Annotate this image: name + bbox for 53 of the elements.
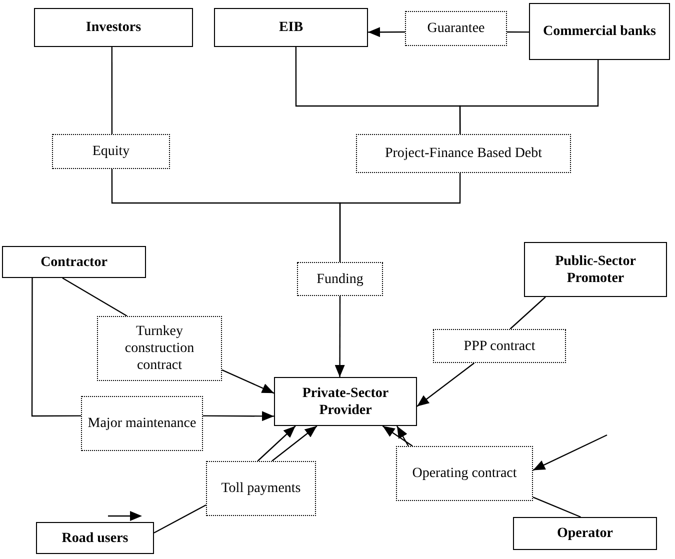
arrow <box>416 362 475 407</box>
party-box <box>513 517 657 550</box>
node-text: EIB <box>278 19 304 36</box>
connector-line <box>507 31 529 33</box>
connector-line <box>154 504 206 534</box>
arrow <box>382 426 413 446</box>
connector-line <box>31 278 81 417</box>
flow-label-box <box>356 134 571 173</box>
flow-label-box <box>396 446 533 501</box>
node-text: Equity <box>92 143 130 160</box>
party-box <box>2 246 146 278</box>
node-text: PPP contract <box>464 338 536 354</box>
arrow <box>203 411 274 422</box>
arrow <box>222 369 274 394</box>
connector-line <box>510 296 546 330</box>
node-text: Major maintenance <box>88 415 196 432</box>
arrow <box>368 27 405 38</box>
party-box <box>524 242 667 297</box>
party-box <box>529 3 670 60</box>
node-text: Guarantee <box>427 20 485 37</box>
party-box <box>36 522 154 554</box>
connector-line <box>111 47 113 134</box>
flow-label-box <box>297 262 383 296</box>
arrow <box>396 426 409 446</box>
flow-label-box <box>405 11 507 46</box>
node-text: Project-Finance Based Debt <box>384 145 542 162</box>
party-box <box>274 377 417 426</box>
node-text: Contractor <box>40 254 108 270</box>
flow-label-box <box>97 316 222 381</box>
connector-line <box>459 60 599 134</box>
connector-line <box>532 496 581 518</box>
node-text: Road users <box>62 530 128 546</box>
node-text: Operator <box>557 525 613 542</box>
flow-label-box <box>81 396 203 451</box>
flow-label-box <box>433 329 566 363</box>
party-box <box>214 8 368 47</box>
arrow <box>334 296 345 377</box>
node-text: Turnkey construction contract <box>124 323 196 374</box>
connector-line <box>62 277 128 317</box>
node-text: Operating contract <box>412 465 517 482</box>
flow-label-box <box>206 461 316 516</box>
node-text: Toll payments <box>221 480 301 497</box>
node-text: Commercial banks <box>543 23 656 40</box>
party-box <box>34 8 193 47</box>
node-text: Funding <box>316 270 364 288</box>
flow-label-box <box>52 134 170 169</box>
node-text: Private-Sector Provider <box>301 384 390 418</box>
arrow <box>532 434 608 471</box>
node-text: Public-Sector Promoter <box>554 252 637 286</box>
connector-line <box>339 173 461 262</box>
arrow <box>257 426 296 462</box>
arrow <box>272 426 318 462</box>
node-text: Investors <box>86 19 142 36</box>
